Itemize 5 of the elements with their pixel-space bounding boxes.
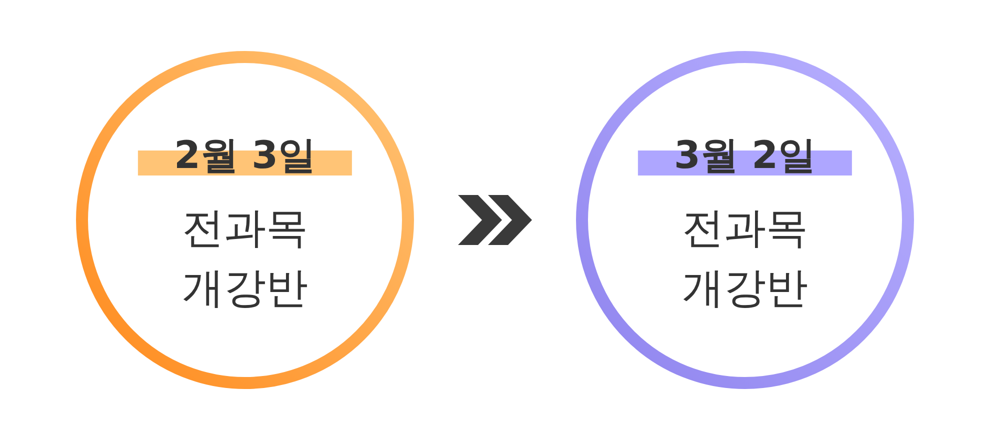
circle-node: [75, 50, 415, 390]
chevron-arrow: [458, 195, 532, 245]
circle-node: [575, 50, 915, 390]
course-label: 전과목 개강반: [681, 202, 809, 314]
course-label: 전과목 개강반: [181, 202, 309, 314]
